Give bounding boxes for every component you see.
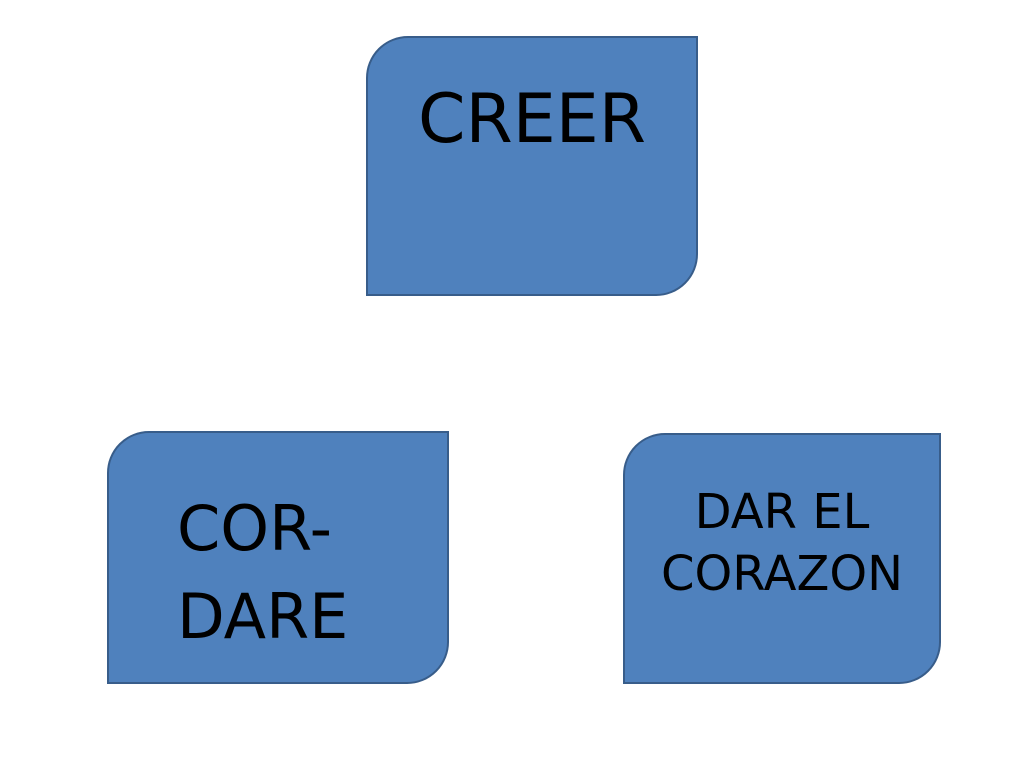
node-label-creer: CREER xyxy=(418,80,646,159)
node-box-creer: CREER xyxy=(366,36,698,296)
node-label-dar-el-corazon: DAR EL CORAZON xyxy=(660,484,904,602)
node-box-dar-el-corazon: DAR EL CORAZON xyxy=(623,433,941,684)
node-box-cordare: COR- DARE xyxy=(107,431,449,684)
node-label-cordare: COR- DARE xyxy=(177,492,349,653)
